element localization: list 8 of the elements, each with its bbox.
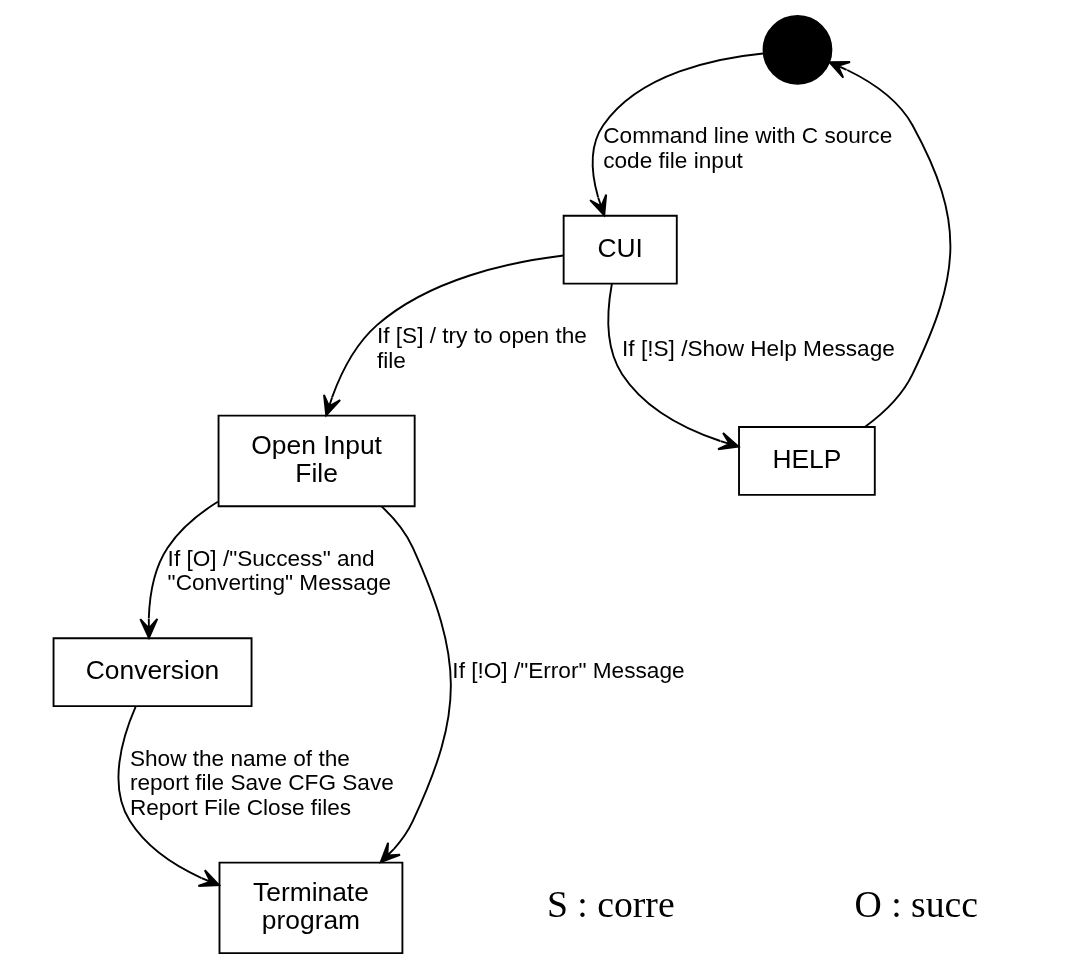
label: S : corre (546, 883, 675, 926)
edge-label: If [!O] /"Error" Message (452, 657, 685, 683)
edge-label: Command line with C source code file input (603, 123, 893, 173)
label: O : succ (854, 883, 979, 926)
edge-label: Show the name of the report file Save CFG Save Report File Close files (129, 745, 394, 820)
edge-label: If [O] /"Success" and "Converting" Message (167, 545, 392, 596)
edge-label: If [!S] /Show Help Message (622, 335, 895, 361)
edge-label: If [S] / try to open the file (376, 323, 587, 373)
